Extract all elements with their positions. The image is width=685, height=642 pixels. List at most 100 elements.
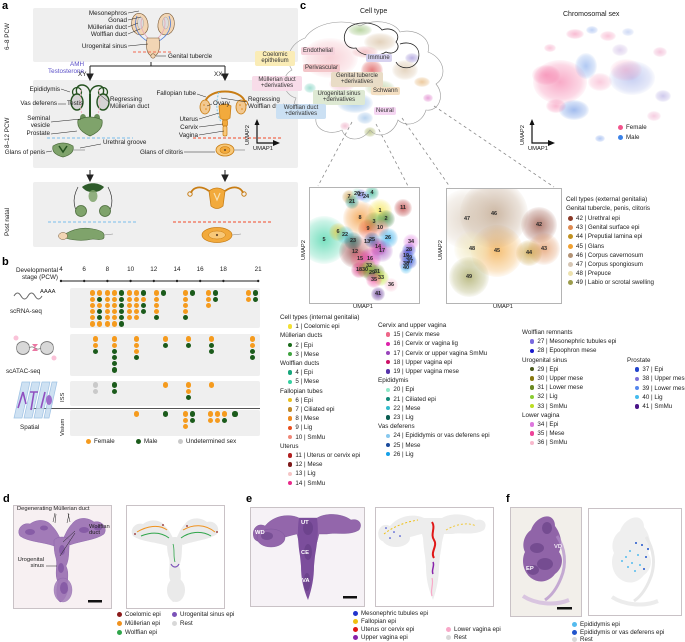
legend-item: 13 | Lig — [288, 470, 316, 477]
cluster-number: 48 — [468, 246, 476, 252]
legend-item: 5 | Mese — [288, 378, 319, 385]
legend-label: 1 | Coelomic epi — [295, 323, 340, 331]
legend-item: Coelomic epi — [117, 611, 161, 618]
legend-label: Mesonephric tubules epi — [361, 610, 429, 617]
legend-item: Uterus or cervix epi — [353, 626, 414, 633]
legend-item: 15 | Cervix mese — [386, 331, 440, 338]
cluster-number: 22 — [341, 232, 349, 238]
legend-label: 49 | Labio or scrotal swelling — [576, 279, 654, 287]
umap-blob — [595, 134, 605, 142]
legend-dot — [572, 629, 577, 635]
vagina-label: Vagina — [178, 132, 198, 139]
umap-blob — [586, 26, 598, 34]
legend-item: Undetermined sex — [178, 438, 236, 445]
cluster-number: 13 — [363, 239, 371, 245]
amh-label: AMH — [70, 61, 84, 68]
legend-dot — [288, 324, 293, 329]
legend-label: 45 | Glans — [576, 242, 605, 250]
sample-dot — [133, 290, 139, 296]
sample-dot — [126, 309, 132, 315]
legend-item: 22 | Mese — [386, 405, 420, 412]
legend-group-header: Wolffian ducts — [280, 360, 320, 367]
e-tissue-va-label: VA — [302, 578, 310, 584]
urethral-groove-label: Urethral groove — [103, 139, 147, 146]
legend-item: 26 | Lig — [386, 451, 414, 458]
legend-dot — [446, 627, 451, 632]
sample-dot — [253, 296, 259, 302]
legend-item: 17 | Cervix or upper vagina SmMu — [386, 350, 487, 357]
e-tissue-ut-label: UT — [301, 520, 309, 526]
umap-blob — [357, 112, 373, 124]
cluster-blob — [400, 262, 412, 274]
legend-dot — [288, 379, 293, 385]
legend-label: Fallopian epi — [361, 618, 397, 625]
cluster-blob — [366, 272, 382, 288]
internal-umap1-label: UMAP1 — [353, 304, 373, 310]
cluster-number: 37 — [406, 259, 414, 265]
urogenital-sinus-annotation: Urogenital sinus — [17, 557, 44, 570]
legend-group-header: Müllerian ducts — [280, 332, 323, 340]
legend-label: 27 | Mesonephric tubules epi — [537, 338, 617, 346]
legend-item: Rest — [572, 636, 593, 642]
cluster-number: 15 — [356, 256, 364, 262]
panel-d-histology — [13, 505, 112, 609]
legend-label: Upper vagina epi — [361, 634, 408, 641]
iss-label: ISS — [60, 392, 66, 402]
legend-item: 28 | Epoophron mese — [530, 347, 596, 354]
legend-dot — [568, 216, 573, 221]
legend-item: 8 | Mese — [288, 415, 319, 422]
panel-f-tissue — [521, 516, 572, 610]
sample-dot — [182, 296, 188, 302]
legend-item: 45 | Glans — [568, 243, 604, 250]
cluster-number: 33 — [377, 275, 385, 281]
regressing-mullerian-label: Regressing Müllerian duct — [110, 96, 150, 111]
legend-item: 25 | Mese — [386, 442, 420, 449]
legend-dot — [635, 385, 640, 391]
legend-dot — [386, 442, 391, 448]
legend-item: 43 | Genital surface epi — [568, 224, 640, 231]
cluster-number: 3 — [372, 219, 376, 225]
cluster-number: 26 — [384, 235, 392, 241]
mrna-icon — [13, 292, 43, 300]
panel-d-letter: d — [3, 493, 10, 505]
legend-label: 28 | Epoophron mese — [537, 347, 597, 355]
legend-item: 39 | Lower mese — [635, 385, 685, 392]
legend-label: Undetermined sex — [186, 438, 237, 445]
legend-label: 47 | Corpus spongiosum — [576, 261, 643, 268]
legend-label: 13 | Lig — [295, 470, 316, 478]
sample-dot — [209, 336, 215, 342]
legend-label: 22 | Mese — [393, 404, 421, 412]
sample-dot — [162, 342, 168, 348]
umap-blob — [600, 31, 616, 41]
legend-dot — [288, 342, 293, 348]
legend-dot — [386, 406, 391, 411]
umap-blob — [348, 24, 372, 36]
legend-dot — [386, 433, 391, 439]
cluster-number: 4 — [370, 190, 374, 196]
celltype-chip: Neural — [374, 107, 396, 116]
legend-item: 24 | Epididymis or vas deferens epi — [386, 432, 490, 439]
legend-item: 11 | Uterus or cervix epi — [288, 452, 360, 459]
ovary-label: Ovary — [213, 100, 230, 107]
sample-dot — [186, 395, 192, 401]
cluster-blob — [362, 259, 376, 273]
panel-d-tissue — [18, 513, 106, 603]
sample-dot — [111, 361, 117, 367]
sample-dot — [118, 309, 124, 315]
umap-blob — [304, 83, 316, 93]
cluster-number: 34 — [407, 239, 415, 245]
cluster-number: 40 — [402, 265, 410, 271]
umap-blob — [559, 100, 589, 120]
cluster-number: 14 — [374, 244, 382, 250]
panel-e-spatial — [375, 507, 494, 607]
sample-dot — [182, 417, 188, 423]
cluster-number: 45 — [493, 248, 501, 254]
sample-dot — [104, 321, 110, 327]
legend-item: 34 | Epi — [530, 421, 558, 428]
legend-label: 34 | Epi — [537, 421, 559, 428]
sample-dot — [89, 321, 95, 327]
cluster-number: 47 — [463, 216, 471, 222]
legend-dot — [386, 341, 391, 347]
cluster-number: 49 — [465, 274, 473, 280]
legend-label: Wolffian epi — [125, 629, 158, 636]
